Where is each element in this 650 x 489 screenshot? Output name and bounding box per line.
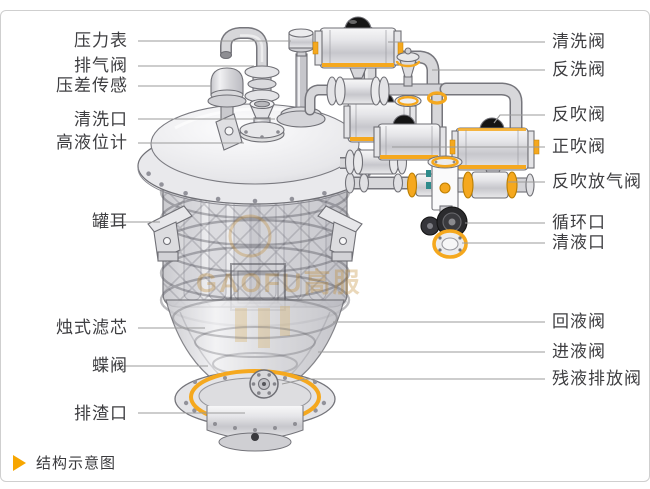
clear-liquid-port-label: 清液口 [552,233,606,252]
drain-nub [251,433,259,441]
backwash-valve-label: 反洗阀 [552,60,606,79]
liquid-return-valve-label: 回液阀 [552,312,606,331]
play-arrow-icon [13,455,26,471]
leader-residual-drain-valve [281,378,545,385]
tank-lug-label: 罐耳 [92,212,128,231]
vent-gooseneck-pipe [219,27,268,72]
pressure-gauge [276,28,326,128]
support-lugs [147,205,363,262]
cleaning-valve-label: 清洗阀 [552,32,606,51]
valve-manifold [304,16,540,259]
circulation-port-label: 循环口 [552,213,606,232]
lid-bracket [215,113,243,151]
pipe-yellow-ring [426,91,448,105]
leader-backblow-valve [493,114,545,124]
backblow-vent-ball-valve [457,171,535,199]
svg-text:GAOFU高服: GAOFU高服 [196,267,362,298]
clear-liquid-port [432,229,468,259]
backblow-vent-valve-label: 反吹放气阀 [552,172,642,191]
residual-drain-valve-label: 残液排放阀 [552,369,642,388]
forward-blow-valve-label: 正吹阀 [552,137,606,156]
butterfly-valve-label: 蝶阀 [92,356,128,375]
candle-filter-element-label: 烛式滤芯 [56,318,128,337]
diff-pressure-sensor-label: 压差传感 [56,76,128,95]
exhaust-valve-flange-stack [244,65,280,103]
backblow-actuator [449,117,540,179]
cone-candle-tips [235,306,290,348]
pressure-gauge-label: 压力表 [74,31,128,50]
circulation-port-valve [420,205,468,238]
manifold-pipes [304,82,526,194]
liquid-inlet-valve-label: 进液阀 [552,342,606,361]
forward-blow-actuator [373,114,447,161]
butterfly-valve [249,369,279,399]
backblow-valve-label: 反吹阀 [552,105,606,124]
exhaust-valve-label: 排气阀 [74,56,128,75]
cleaning-valve-unit [312,16,404,106]
leader-lines [110,40,545,414]
high-level-gauge-label: 高液位计 [56,133,128,152]
vessel-cone [165,296,345,387]
cleaning-port-label: 清洗口 [74,110,128,129]
diagram-caption: 结构示意图 [36,455,117,472]
slag-discharge-port-label: 排渣口 [74,404,128,423]
pressure-regulator [394,47,422,108]
vessel-body: GAOFU高服 [159,164,362,328]
level-gauge-nozzle-flange [239,117,285,143]
diff-pressure-sensor-bell [207,67,247,120]
